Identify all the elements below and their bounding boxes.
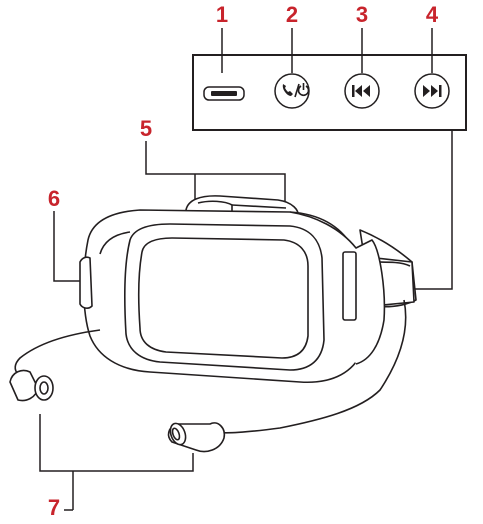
- micro-usb-port-icon: [203, 86, 245, 101]
- left-earphone-cable: [14, 329, 101, 375]
- next-track-icon: [423, 85, 442, 97]
- callout-3: 3: [355, 2, 369, 27]
- previous-track-button: [344, 73, 380, 109]
- right-earphone-cable: [214, 299, 407, 434]
- previous-track-icon: [352, 85, 370, 97]
- lens-window: [137, 237, 309, 359]
- callout-6: 6: [47, 186, 61, 211]
- right-earbud: [167, 422, 226, 453]
- callout-7: 7: [47, 495, 61, 520]
- callout-5: 5: [139, 116, 153, 141]
- call-power-button: [274, 73, 310, 109]
- side-control-area: [79, 256, 93, 309]
- control-panel-inset: [192, 54, 467, 131]
- left-earbud: [9, 369, 54, 402]
- vr-headset: [79, 195, 417, 384]
- next-track-button: [414, 73, 450, 109]
- callout-2: 2: [285, 2, 299, 27]
- earphones: [9, 299, 407, 453]
- callout-1: 1: [215, 2, 229, 27]
- call-power-icon: [282, 83, 310, 98]
- side-button-slot: [342, 251, 357, 321]
- callout-4: 4: [425, 2, 439, 27]
